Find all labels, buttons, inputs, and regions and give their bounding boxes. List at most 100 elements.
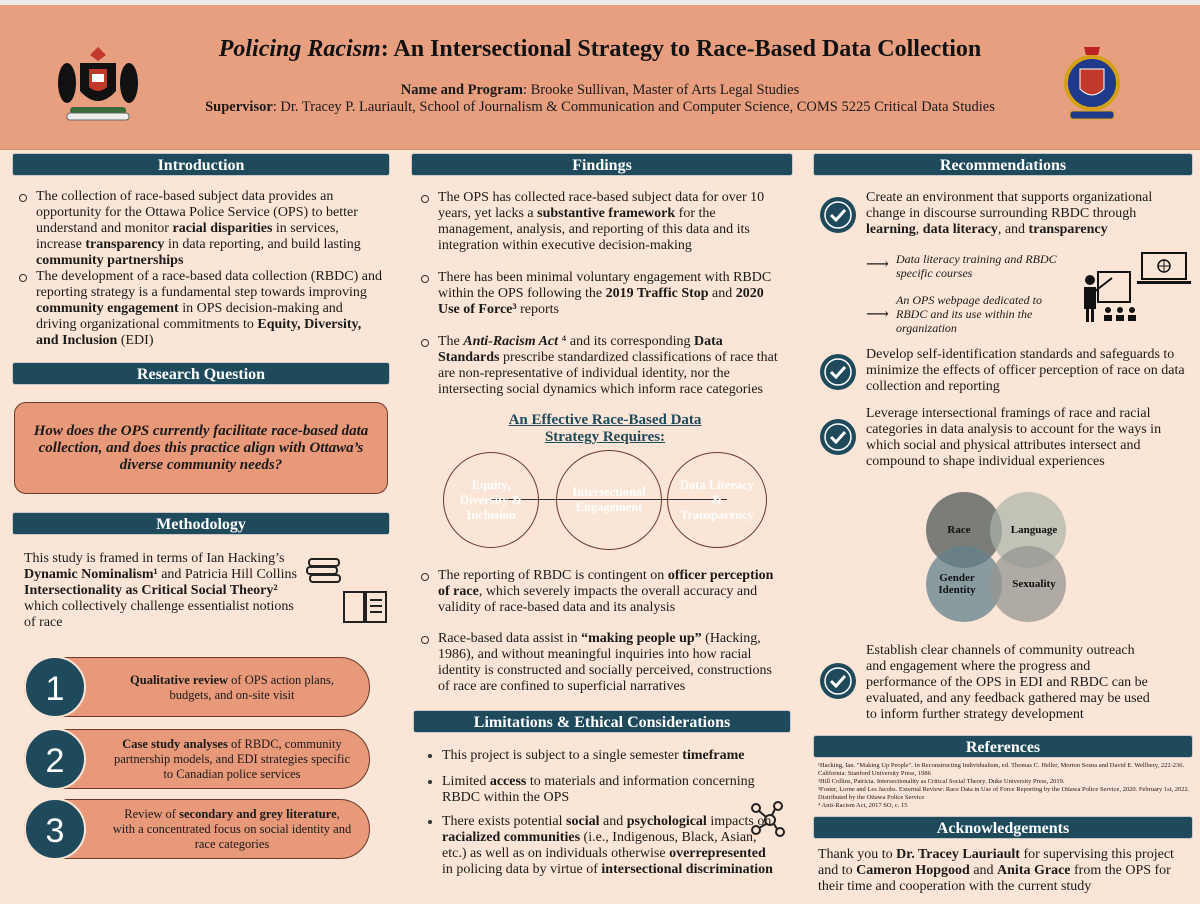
research-question-box: How does the OPS currently facilitate ra… bbox=[14, 402, 388, 494]
step-number: 1 bbox=[24, 656, 86, 718]
list-item: Limited access to materials and informat… bbox=[418, 774, 778, 806]
text-run: The reporting of RBDC is contingent on bbox=[438, 568, 668, 583]
text-run: in policing data by virtue of bbox=[442, 862, 602, 877]
recommendations-header: Recommendations bbox=[813, 153, 1193, 176]
text-run: Cameron Hopgood bbox=[856, 863, 970, 878]
text-run: , which severely impacts the overall acc… bbox=[438, 584, 758, 615]
sub-item: An OPS webpage dedicated to RBDC and its… bbox=[896, 293, 1042, 335]
text-run: Develop self-identification standards an… bbox=[866, 347, 1185, 394]
text-run: , bbox=[915, 222, 923, 237]
reference-item: ⁴ Anti-Racism Act, 2017 SO, c. 15 bbox=[818, 802, 908, 809]
text-run: transparency bbox=[1028, 222, 1108, 237]
list-item: This project is subject to a single seme… bbox=[418, 748, 778, 764]
text-run: The bbox=[438, 334, 464, 349]
reference-item: ¹Hacking, Ian. "Making Up People". In Re… bbox=[818, 762, 1185, 777]
methodology-text: This study is framed in terms of Ian Hac… bbox=[24, 551, 304, 631]
text-run: The collection of race-based subject dat… bbox=[36, 189, 358, 236]
text-run: psychological bbox=[626, 814, 707, 829]
reference-item: ³Foster, Lorne and Les Jacobs. External … bbox=[818, 786, 1190, 801]
introduction-header: Introduction bbox=[12, 153, 390, 176]
text-run: Anti-Racism Act bbox=[463, 334, 559, 349]
list-item: The collection of race-based subject dat… bbox=[12, 189, 384, 269]
text-run: from the OPS for their time and cooperat… bbox=[818, 863, 1171, 894]
venn-label-gender-identity: Gender Identity bbox=[938, 572, 976, 596]
police-crest-logo bbox=[1064, 47, 1120, 120]
text-run: This study is framed in terms of Ian Hac… bbox=[24, 551, 285, 566]
text-run: in data reporting, and build lasting bbox=[164, 237, 361, 252]
text-run: “making people up” bbox=[581, 631, 702, 646]
recommendation-3: Leverage intersectional framings of race… bbox=[866, 406, 1192, 470]
references-list: ¹Hacking, Ian. "Making Up People". In Re… bbox=[818, 762, 1192, 810]
text-run: access bbox=[489, 774, 527, 789]
recommendation-4: Establish clear channels of community ou… bbox=[866, 643, 1156, 723]
supervisor-line: Supervisor: Dr. Tracey P. Lauriault, Sch… bbox=[150, 99, 1050, 116]
text-run: There exists potential bbox=[442, 814, 567, 829]
list-item: Race-based data assist in “making people… bbox=[414, 631, 784, 695]
text-run: Anita Grace bbox=[997, 863, 1071, 878]
step-text: Case study analyses of RBDC, community p… bbox=[112, 737, 352, 782]
text-run: The development of a race-based data col… bbox=[36, 269, 382, 300]
list-item: The Anti-Racism Act ⁴ and its correspond… bbox=[414, 334, 784, 398]
list-item: There exists potential social and psycho… bbox=[418, 814, 778, 878]
text-run: Data Standards bbox=[438, 334, 723, 365]
text-run: Intersectionality as Critical Social The… bbox=[24, 583, 278, 598]
text-run: of OPS action plans, budgets, and on-sit… bbox=[169, 673, 334, 702]
text-run: There has been minimal voluntary engagem… bbox=[438, 270, 772, 301]
sub-item: Data literacy training and RBDC specific… bbox=[896, 252, 1057, 280]
text-run: social bbox=[566, 814, 600, 829]
text-run: reports bbox=[516, 302, 559, 317]
text-run: Supervisor bbox=[205, 99, 273, 115]
title-rest: : An Intersectional Strategy to Race-Bas… bbox=[380, 36, 982, 62]
open-book-icon bbox=[343, 591, 387, 623]
text-run: in OPS decision-making and driving organ… bbox=[36, 301, 343, 332]
research-question-header: Research Question bbox=[12, 362, 390, 385]
text-run: and bbox=[969, 863, 998, 878]
text-run: officer perception of race bbox=[438, 568, 774, 599]
text-run: racialized communities bbox=[442, 830, 581, 845]
top-strip bbox=[0, 0, 1200, 5]
check-circle-icon bbox=[820, 197, 856, 233]
text-run: overrepresented bbox=[669, 846, 766, 861]
text-run: Case study analyses bbox=[122, 737, 228, 751]
limitations-list: This project is subject to a single seme… bbox=[418, 748, 778, 878]
list-item: There has been minimal voluntary engagem… bbox=[414, 270, 784, 318]
university-crest-logo bbox=[58, 47, 138, 121]
arrow-icon: ⟶ bbox=[866, 256, 889, 273]
poster-title: Policing Racism: An Intersectional Strat… bbox=[150, 36, 1050, 63]
text-run: , with a concentrated focus on social id… bbox=[112, 807, 352, 851]
text-run: and bbox=[599, 814, 627, 829]
text-run: community engagement bbox=[36, 301, 179, 316]
venn-label-sexuality: Sexuality bbox=[1012, 578, 1056, 590]
text-run: learning bbox=[866, 222, 916, 237]
recommendation-1: Create an environment that supports orga… bbox=[866, 190, 1192, 238]
list-item: The reporting of RBDC is contingent on o… bbox=[414, 568, 784, 616]
text-run: 2020 Use of Force³ bbox=[438, 286, 764, 317]
step-number: 3 bbox=[24, 798, 86, 860]
text-run: : Brooke Sullivan, Master of Arts Legal … bbox=[522, 82, 800, 98]
title-italic: Policing Racism bbox=[218, 36, 381, 62]
text-run: for supervising this project and to bbox=[818, 847, 1174, 878]
text-run: racial disparities bbox=[172, 221, 273, 236]
venn-label-race: Race bbox=[947, 524, 971, 536]
text-run: Race-based data assist in bbox=[438, 631, 582, 646]
text-run: Establish clear channels of community ou… bbox=[866, 643, 1150, 722]
acknowledgements-text: Thank you to Dr. Tracey Lauriault for su… bbox=[818, 847, 1190, 895]
text-run: , and bbox=[997, 222, 1029, 237]
venn-gender-identity bbox=[926, 546, 1002, 622]
text-run: Leverage intersectional framings of race… bbox=[866, 406, 1162, 469]
methodology-header: Methodology bbox=[12, 512, 390, 535]
findings-list-top: The OPS has collected race-based subject… bbox=[414, 190, 784, 398]
text-run: This project is subject to a single seme… bbox=[442, 748, 683, 763]
strategy-circle-intersectional: Intersectional Engagement bbox=[556, 450, 662, 550]
step-number: 2 bbox=[24, 728, 86, 790]
introduction-list: The collection of race-based subject dat… bbox=[12, 189, 384, 349]
text-run: (EDI) bbox=[117, 333, 154, 348]
recommendation-2: Develop self-identification standards an… bbox=[866, 347, 1192, 395]
text-run: Equity, Diversity, and Inclusion bbox=[36, 317, 362, 348]
list-item: The OPS has collected race-based subject… bbox=[414, 190, 784, 254]
check-circle-icon bbox=[820, 663, 856, 699]
text-run: transparency bbox=[85, 237, 165, 252]
references-header: References bbox=[813, 735, 1193, 758]
text-run: which collectively challenge essentialis… bbox=[24, 599, 294, 630]
poster-header bbox=[0, 5, 1200, 150]
